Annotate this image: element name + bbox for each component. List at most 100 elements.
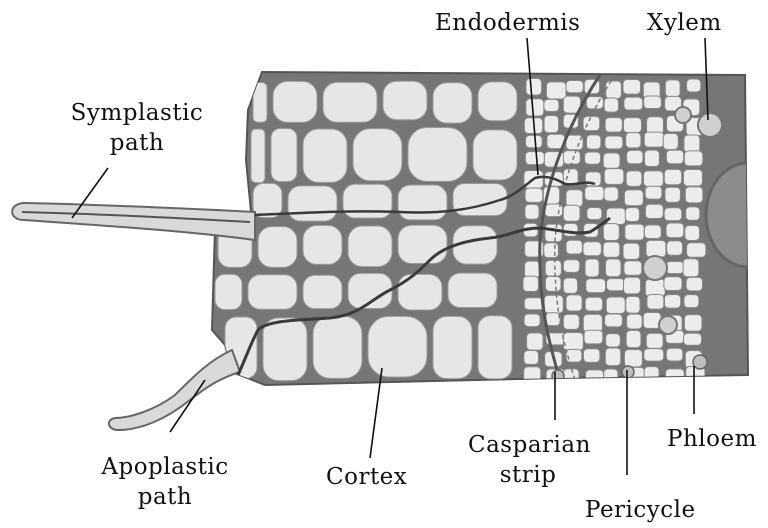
stele-cell (624, 277, 641, 294)
cortex-cell (473, 130, 517, 180)
stele-cell (525, 204, 539, 219)
tissue-block (212, 72, 768, 387)
stele-cell (563, 151, 580, 165)
cortex-cell (313, 316, 362, 378)
stele-cell (624, 190, 643, 206)
stele-cell (605, 136, 623, 149)
label-casparian-line2: strip (468, 460, 588, 490)
stele-cell (684, 295, 699, 308)
stele-cell (645, 204, 663, 218)
stele-cell (566, 81, 583, 93)
stele-cell (686, 207, 700, 220)
stele-cell (586, 97, 603, 109)
stele-cell (585, 152, 601, 164)
label-casparian-line1: Casparian (468, 430, 588, 460)
stele-cell (563, 369, 579, 387)
stele-cell (647, 294, 664, 309)
phloem-cell (622, 366, 634, 378)
phloem-cell (693, 355, 707, 369)
stele-cell (626, 133, 641, 148)
stele-cell (587, 135, 601, 149)
stele-cell (544, 295, 563, 313)
cortex-cell (478, 82, 517, 121)
stele-cell (583, 242, 601, 256)
stele-cell (625, 224, 644, 240)
cortex-cell (448, 273, 497, 307)
stele-cell (585, 297, 602, 311)
stele-cell (683, 259, 699, 277)
cortex-cell (253, 183, 282, 217)
stele-cell (684, 135, 700, 152)
stele-cell (545, 224, 562, 242)
stele-cell (623, 243, 640, 259)
stele-cell (687, 243, 706, 257)
symplastic-root-hair (12, 203, 255, 240)
stele-cell (664, 277, 682, 291)
cortex-cell (303, 225, 342, 264)
stele-cell (644, 132, 664, 147)
cortex-cell (433, 316, 472, 378)
stele-cell (623, 79, 641, 94)
stele-cell (604, 98, 618, 112)
stele-cell (585, 259, 599, 277)
phloem-cell (552, 370, 564, 382)
label-symplastic-line1: Symplastic (62, 98, 212, 128)
stele-cell (685, 187, 703, 203)
cortex-cell (348, 226, 392, 267)
stele-cell (606, 334, 621, 347)
cortex-cell (248, 275, 297, 309)
stele-cell (563, 333, 583, 351)
stele-cell (546, 313, 560, 326)
stele-cell (627, 150, 643, 163)
stele-cell (626, 331, 641, 348)
stele-cell (666, 348, 683, 361)
stele-cell (644, 225, 661, 239)
stele-cell (684, 315, 701, 332)
stele-cell (605, 348, 620, 366)
stele-cell (586, 279, 606, 293)
cortex-cell (368, 316, 427, 377)
stele-cell (646, 333, 663, 348)
cortex-cell (383, 81, 427, 119)
stele-cell (624, 350, 642, 367)
xylem-vessel (643, 256, 667, 280)
stele-cell (684, 333, 702, 345)
stele-cell (524, 314, 540, 327)
stele-cell (526, 99, 544, 116)
cortex-cell (433, 83, 472, 123)
stele-cell (626, 171, 642, 187)
stele-cell (525, 152, 544, 165)
cortex-cell (258, 227, 297, 268)
stele-cell (666, 261, 684, 273)
stele-cell (626, 296, 640, 313)
stele-cell (563, 205, 580, 221)
stele-cell (583, 116, 600, 130)
stele-cell (683, 170, 702, 186)
stele-cell (605, 259, 620, 277)
cortex-cell (478, 316, 512, 379)
cortex-cell (323, 82, 377, 122)
stele-cell (667, 241, 683, 255)
stele-cell (686, 277, 702, 290)
stele-cell (563, 278, 577, 293)
stele-cell (526, 79, 542, 96)
stele-cell (645, 186, 662, 199)
stele-cell (606, 208, 625, 225)
label-phloem: Phloem (667, 424, 757, 454)
stele-cell (525, 188, 543, 202)
stele-cell (566, 190, 583, 207)
stele-cell (566, 240, 582, 254)
cortex-cell (398, 225, 447, 263)
stele-cell (585, 186, 604, 200)
stele-cell (605, 314, 623, 327)
cortex-cell (398, 185, 447, 220)
stele-cell (605, 118, 622, 133)
stele-cell (544, 99, 559, 111)
stele-cell (526, 135, 543, 147)
stele-cell (544, 243, 559, 258)
stele-cell (545, 260, 561, 276)
stele-cell (666, 150, 683, 164)
stele-cell (544, 115, 558, 132)
stele-cell (664, 208, 682, 221)
stele-cell (587, 207, 602, 219)
